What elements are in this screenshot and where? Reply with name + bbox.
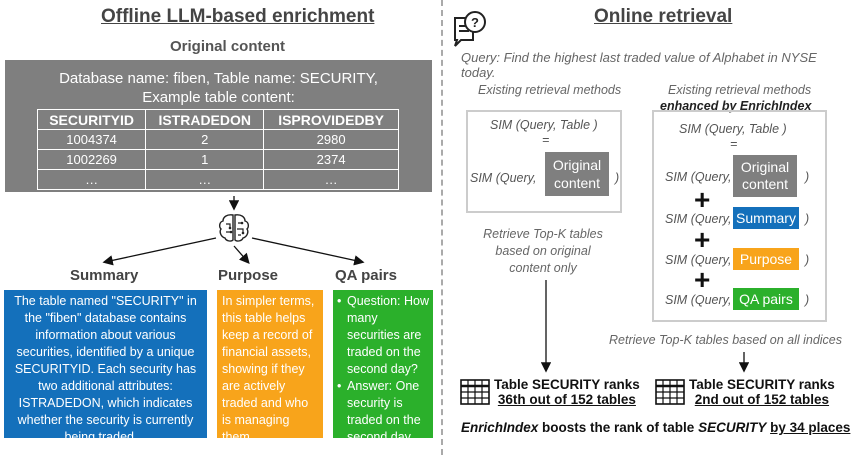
enhanced-methods-label-1: Existing retrieval methods: [668, 83, 812, 97]
summary-label: Summary: [70, 267, 139, 284]
sim-query-purpose: SIM (Query,: [665, 253, 732, 267]
close-paren-qa: ): [805, 293, 810, 307]
table-row: 1002269 1 2374: [36, 149, 399, 170]
table-header: SECURITYID: [36, 109, 147, 130]
close-paren-original: ): [805, 170, 810, 184]
qa-pairs-label: QA pairs: [335, 267, 397, 284]
qa-answer: Answer: One security is traded on the se…: [337, 378, 429, 446]
close-paren-left: ): [615, 171, 620, 185]
existing-retrieval-box: [466, 110, 622, 213]
original-content-chip-left: Original content: [545, 152, 609, 196]
table-row: … … …: [36, 169, 399, 190]
sim-query-summary: SIM (Query,: [665, 212, 732, 226]
table-cell: …: [145, 169, 265, 190]
original-content-label: Original content: [170, 38, 286, 55]
plus-icon: +: [694, 264, 711, 295]
sim-query-left: SIM (Query,: [470, 171, 537, 185]
rank-left-line-1: Table SECURITY ranks: [494, 377, 640, 392]
table-icon: [655, 379, 685, 405]
table-cell: …: [263, 169, 399, 190]
right-title: Online retrieval: [594, 6, 733, 27]
sim-query-original: SIM (Query,: [665, 170, 732, 184]
rank-right: Table SECURITY ranks 2nd out of 152 tabl…: [689, 377, 835, 407]
left-arrows: [102, 196, 365, 266]
security-table: SECURITYID ISTRADEDON ISPROVIDEDBY 10043…: [36, 109, 399, 190]
boost-name: EnrichIndex: [461, 420, 539, 435]
boost-end: by 34 places: [770, 420, 851, 435]
summary-chip: Summary: [733, 207, 799, 229]
table-cell: …: [36, 169, 147, 190]
qa-pairs-chip: QA pairs: [733, 288, 799, 310]
sim-query-table-right: SIM (Query, Table ): [679, 122, 787, 136]
purpose-label: Purpose: [218, 267, 279, 284]
rank-left: Table SECURITY ranks 36th out of 152 tab…: [494, 377, 640, 407]
close-paren-purpose: ): [805, 253, 810, 267]
close-paren-summary: ): [805, 212, 810, 226]
table-cell: 1002269: [36, 149, 147, 170]
retrieve-all-label: Retrieve Top-K tables based on all indic…: [609, 333, 843, 347]
panel-divider: [441, 0, 443, 455]
purpose-card: In simpler terms, this table helps keep …: [217, 290, 323, 444]
qa-question: Question: How many securities are traded…: [337, 293, 429, 378]
rank-right-line-1: Table SECURITY ranks: [689, 377, 835, 392]
retrieve-original-label: Retrieve Top-K tables based on original …: [483, 227, 603, 275]
table-header: ISPROVIDEDBY: [263, 109, 399, 130]
sim-query-table-left: SIM (Query, Table ): [490, 118, 598, 132]
boost-mid: boosts the rank of table: [538, 420, 699, 435]
enhanced-retrieval-box: [652, 110, 827, 322]
summary-card: The table named "SECURITY" in the "fiben…: [4, 290, 207, 444]
enhanced-methods-label-2: enhanced by EnrichIndex: [660, 99, 812, 113]
purpose-chip: Purpose: [733, 248, 799, 270]
rank-right-line-2: 2nd out of 152 tables: [694, 392, 830, 407]
sim-query-qa: SIM (Query,: [665, 293, 732, 307]
equals-right: =: [730, 137, 738, 151]
boost-table: SECURITY: [698, 420, 767, 435]
right-arrows: [540, 280, 750, 373]
qa-card: Question: How many securities are traded…: [333, 290, 433, 444]
db-line-1: Database name: fiben, Table name: SECURI…: [59, 70, 378, 87]
original-content-chip-right: Original content: [733, 155, 797, 197]
purpose-text: In simpler terms, this table helps keep …: [222, 294, 315, 444]
query-text: Query: Find the highest last traded valu…: [461, 50, 817, 80]
left-title: Offline LLM-based enrichment: [101, 6, 375, 27]
retrieve-original-text: Retrieve Top-K tables based on original …: [478, 226, 608, 277]
table-icon: [460, 379, 490, 405]
existing-methods-label: Existing retrieval methods: [478, 83, 622, 97]
plus-icon: +: [694, 224, 711, 255]
equals-left: =: [542, 133, 550, 147]
brain-circuit-icon: [218, 214, 250, 242]
original-content-box: Database name: fiben, Table name: SECURI…: [5, 60, 432, 192]
db-line-2: Example table content:: [142, 89, 295, 106]
boost-statement: EnrichIndex boosts the rank of table SEC…: [461, 420, 852, 435]
summary-text: The table named "SECURITY" in the "fiben…: [14, 294, 197, 444]
rank-left-line-2: 36th out of 152 tables: [497, 392, 636, 407]
question-chat-icon: ?: [454, 11, 486, 47]
plus-icon: +: [694, 184, 711, 215]
table-header: ISTRADEDON: [145, 109, 265, 130]
svg-text:?: ?: [471, 15, 479, 30]
